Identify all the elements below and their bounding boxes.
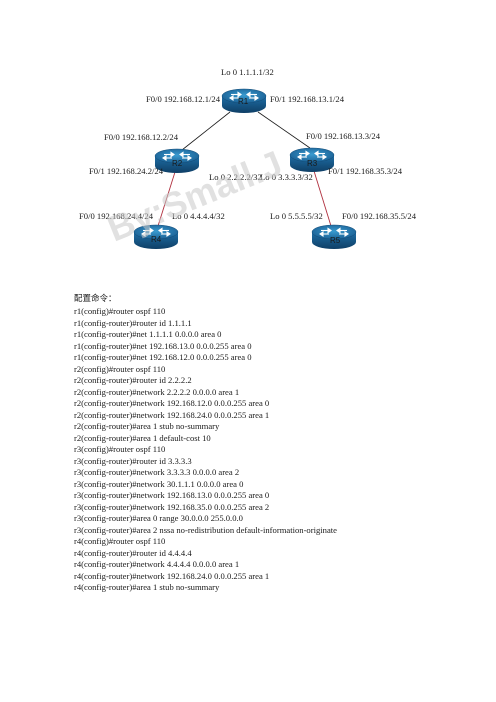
router-r3-name: R3 [307,159,318,168]
link-r2-r4 [157,171,176,227]
config-command-line: r4(config)#router ospf 110 [74,536,166,546]
config-command-line: r3(config-router)#network 192.168.35.0 0… [74,501,270,512]
config-command-line: r4(config-router)#network 192.168.24.0 0… [74,570,270,581]
r2-f00-label: F0/0 192.168.12.2/24 [104,132,179,142]
router-r2-name: R2 [172,159,183,168]
config-heading: 配置命令： [74,294,117,304]
config-command-line: r1(config-router)#net 192.168.12.0 0.0.0… [74,352,252,362]
config-command-line: r4(config-router)#area 1 stub no-summary [74,582,220,592]
config-command-line: r2(config-router)#network 2.2.2.2 0.0.0.… [74,386,240,397]
link-r1-r3 [257,111,311,149]
r5-f00-label: F0/0 192.168.35.5/24 [342,211,417,221]
config-command-line: r3(config)#router ospf 110 [74,444,166,454]
config-command-line: r3(config-router)#network 30.1.1.1 0.0.0… [74,478,244,489]
config-command-line: r2(config-router)#area 1 default-cost 10 [74,432,211,443]
config-command-line: r1(config-router)#net 192.168.13.0 0.0.0… [74,340,252,351]
config-command-line: r3(config-router)#area 2 nssa no-redistr… [74,524,337,535]
config-command-line: r3(config-router)#network 192.168.13.0 0… [74,490,270,500]
config-command-line: r2(config)#router ospf 110 [74,363,166,374]
router-r4-name: R4 [151,235,162,244]
config-command-line: r1(config-router)#net 1.1.1.1 0.0.0.0 ar… [74,329,222,339]
r3-loopback-label: Lo 0 3.3.3.3/32 [260,172,313,182]
config-command-line: r2(config-router)#network 192.168.12.0 0… [74,398,270,408]
r2-f01-label: F0/1 192.168.24.2/24 [89,166,164,176]
config-command-line: r3(config-router)#area 0 range 30.0.0.0 … [74,513,243,523]
config-command-line: r1(config)#router ospf 110 [74,306,166,316]
r5-loopback-label: Lo 0 5.5.5.5/32 [270,211,323,221]
config-command-line: r4(config-router)#network 4.4.4.4 0.0.0.… [74,559,240,569]
config-command-line: r2(config-router)#area 1 stub no-summary [74,421,220,431]
r1-f00-label: F0/0 192.168.12.1/24 [146,94,221,104]
r3-f00-label: F0/0 192.168.13.3/24 [306,131,381,141]
config-command-line: r4(config-router)#router id 4.4.4.4 [74,547,192,558]
link-r1-r2 [181,111,231,151]
config-command-line: r1(config-router)#router id 1.1.1.1 [74,317,192,328]
network-topology-diagram: R1 R2 R3 R4 R5 Lo 0 1.1.1.1/32 F0/0 192.… [79,67,417,250]
config-command-line: r3(config-router)#router id 3.3.3.3 [74,455,192,466]
r1-loopback-label: Lo 0 1.1.1.1/32 [221,67,274,77]
router-r5-name: R5 [330,236,341,245]
config-command-line: r2(config-router)#router id 2.2.2.2 [74,375,192,385]
link-r3-r5 [313,170,332,227]
config-command-line: r3(config-router)#network 3.3.3.3 0.0.0.… [74,467,240,477]
r3-f01-label: F0/1 192.168.35.3/24 [328,166,403,176]
r1-f01-label: F0/1 192.168.13.1/24 [270,94,345,104]
config-command-line: r2(config-router)#network 192.168.24.0 0… [74,409,270,420]
r2-loopback-label: Lo 0 2.2.2.2/32 [209,172,262,182]
r4-f00-label: F0/0 192.168.24.4/24 [79,211,154,221]
r4-loopback-label: Lo 0 4.4.4.4/32 [172,211,225,221]
router-r1-name: R1 [238,97,249,106]
